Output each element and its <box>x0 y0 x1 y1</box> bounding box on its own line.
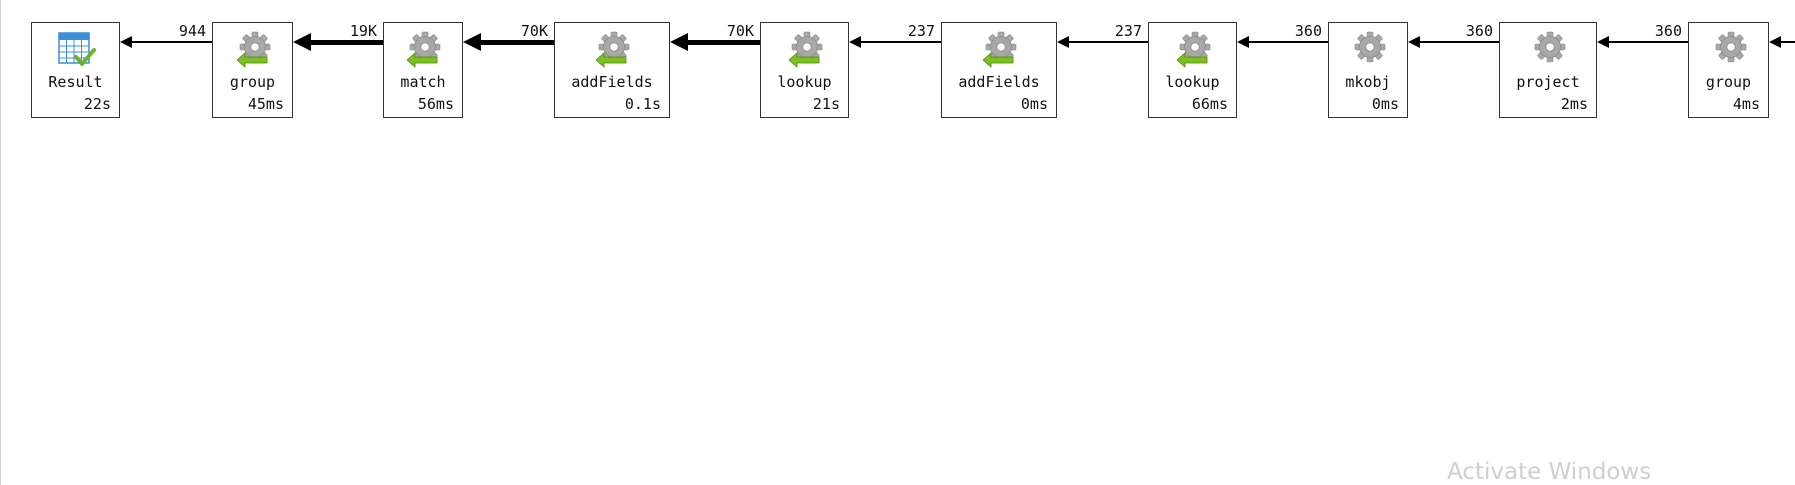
edge-row-count: 360 <box>1465 22 1493 40</box>
stage-name: addFields <box>958 73 1040 91</box>
edge-arrowhead <box>1237 36 1249 48</box>
stage-duration: 0.1s <box>624 95 661 113</box>
gear-arrow-icon <box>592 31 632 69</box>
edge-line <box>480 39 554 45</box>
edge-line <box>1248 41 1328 43</box>
stage-node-mkobj[interactable]: mkobj 0ms <box>1328 22 1408 118</box>
edge-row-count: 237 <box>1114 22 1142 40</box>
stage-duration: 56ms <box>417 95 454 113</box>
edge-row-count: 19K <box>349 22 377 40</box>
stage-name: lookup <box>1165 73 1220 91</box>
edge-arrowhead <box>1057 36 1069 48</box>
edge-row-count: 237 <box>907 22 935 40</box>
edge-arrowhead <box>1408 36 1420 48</box>
stage-node-project[interactable]: project 2ms <box>1499 22 1597 118</box>
stage-name: lookup <box>777 73 832 91</box>
edge-line <box>687 39 760 45</box>
stage-name: group <box>229 73 276 91</box>
gear-icon <box>1528 31 1568 69</box>
edge-arrowhead <box>293 33 311 51</box>
edge-line <box>1419 41 1499 43</box>
gear-icon <box>1348 31 1388 69</box>
stage-node-addfields[interactable]: addFields 0.1s <box>554 22 670 118</box>
gear-arrow-icon <box>979 31 1019 69</box>
edge-line <box>860 41 941 43</box>
stage-node-lookup[interactable]: lookup 66ms <box>1148 22 1237 118</box>
gear-arrow-icon <box>785 31 825 69</box>
gear-arrow-icon <box>403 31 443 69</box>
stage-duration: 0ms <box>1371 95 1399 113</box>
stage-duration: 66ms <box>1191 95 1228 113</box>
edge-row-count: 360 <box>1654 22 1682 40</box>
stage-duration: 2ms <box>1560 95 1588 113</box>
stage-node-addfields[interactable]: addFields 0ms <box>941 22 1057 118</box>
stage-duration: 21s <box>812 95 840 113</box>
stage-name: group <box>1705 73 1752 91</box>
edge-arrowhead <box>849 36 861 48</box>
stage-name: Result <box>48 73 103 91</box>
edge-arrowhead <box>120 36 132 48</box>
edge-arrowhead <box>463 33 481 51</box>
stage-node-group[interactable]: group 4ms <box>1688 22 1769 118</box>
incoming-edge-arrowhead <box>1769 36 1781 48</box>
stage-node-match[interactable]: match 56ms <box>383 22 463 118</box>
stage-name: addFields <box>571 73 653 91</box>
edge-row-count: 70K <box>726 22 754 40</box>
table-check-icon <box>56 31 96 69</box>
gear-icon <box>1709 31 1749 69</box>
edge-line <box>1068 41 1148 43</box>
edge-row-count: 70K <box>520 22 548 40</box>
edge-arrowhead <box>670 33 688 51</box>
edge-row-count: 944 <box>178 22 206 40</box>
edge-arrowhead <box>1597 36 1609 48</box>
stage-duration: 22s <box>83 95 111 113</box>
stage-node-lookup[interactable]: lookup 21s <box>760 22 849 118</box>
stage-duration: 45ms <box>247 95 284 113</box>
stage-node-result[interactable]: Result 22s <box>31 22 120 118</box>
stage-duration: 4ms <box>1732 95 1760 113</box>
stage-node-group[interactable]: group 45ms <box>212 22 293 118</box>
edge-line <box>310 39 383 45</box>
stage-name: project <box>1516 73 1580 91</box>
incoming-edge-line <box>1780 41 1795 43</box>
edge-row-count: 360 <box>1294 22 1322 40</box>
edge-line <box>1608 41 1688 43</box>
stage-duration: 0ms <box>1020 95 1048 113</box>
edge-line <box>131 41 212 43</box>
stage-name: mkobj <box>1345 73 1391 91</box>
stage-name: match <box>400 73 446 91</box>
gear-arrow-icon <box>1173 31 1213 69</box>
activate-windows-watermark: Activate Windows <box>1447 459 1652 485</box>
gear-arrow-icon <box>233 31 273 69</box>
